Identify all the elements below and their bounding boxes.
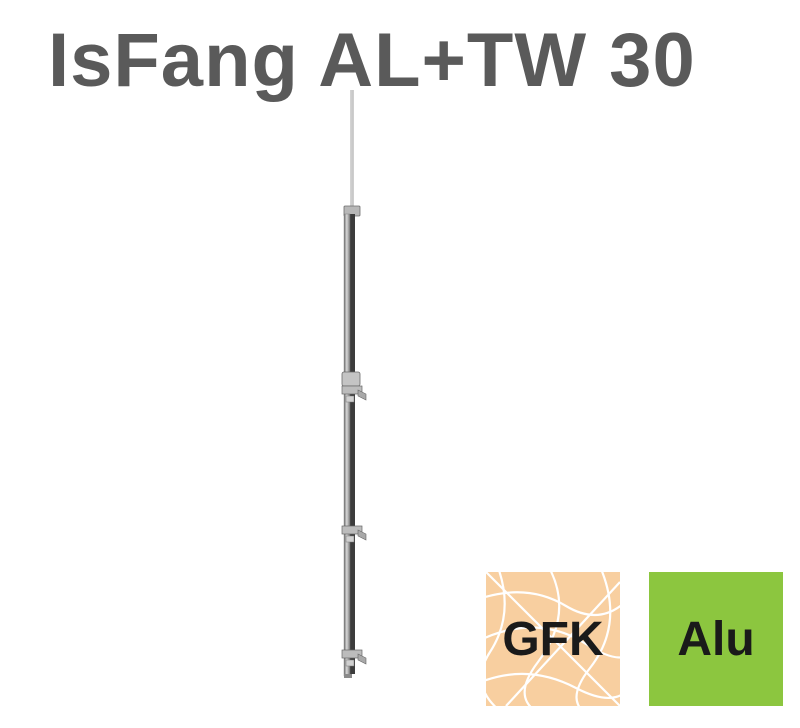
- mounting-bracket: [341, 649, 367, 667]
- insulating-rod: [350, 214, 355, 674]
- alu-background-icon: [649, 572, 783, 706]
- gfk-material-badge: GFK: [486, 572, 620, 706]
- product-title: IsFang AL+TW 30: [48, 18, 696, 103]
- support-tube: [343, 213, 351, 677]
- alu-label: Alu: [677, 613, 755, 666]
- tip-rod: [350, 90, 354, 210]
- alu-material-badge: Alu: [649, 572, 783, 706]
- lightning-rod-mast-image: [341, 90, 367, 678]
- section-joint: [341, 371, 361, 387]
- gfk-label: GFK: [502, 613, 604, 666]
- mounting-bracket: [341, 385, 367, 403]
- gfk-pattern-icon: [486, 572, 620, 706]
- mounting-bracket: [341, 525, 367, 543]
- tube-end-cap: [344, 674, 352, 678]
